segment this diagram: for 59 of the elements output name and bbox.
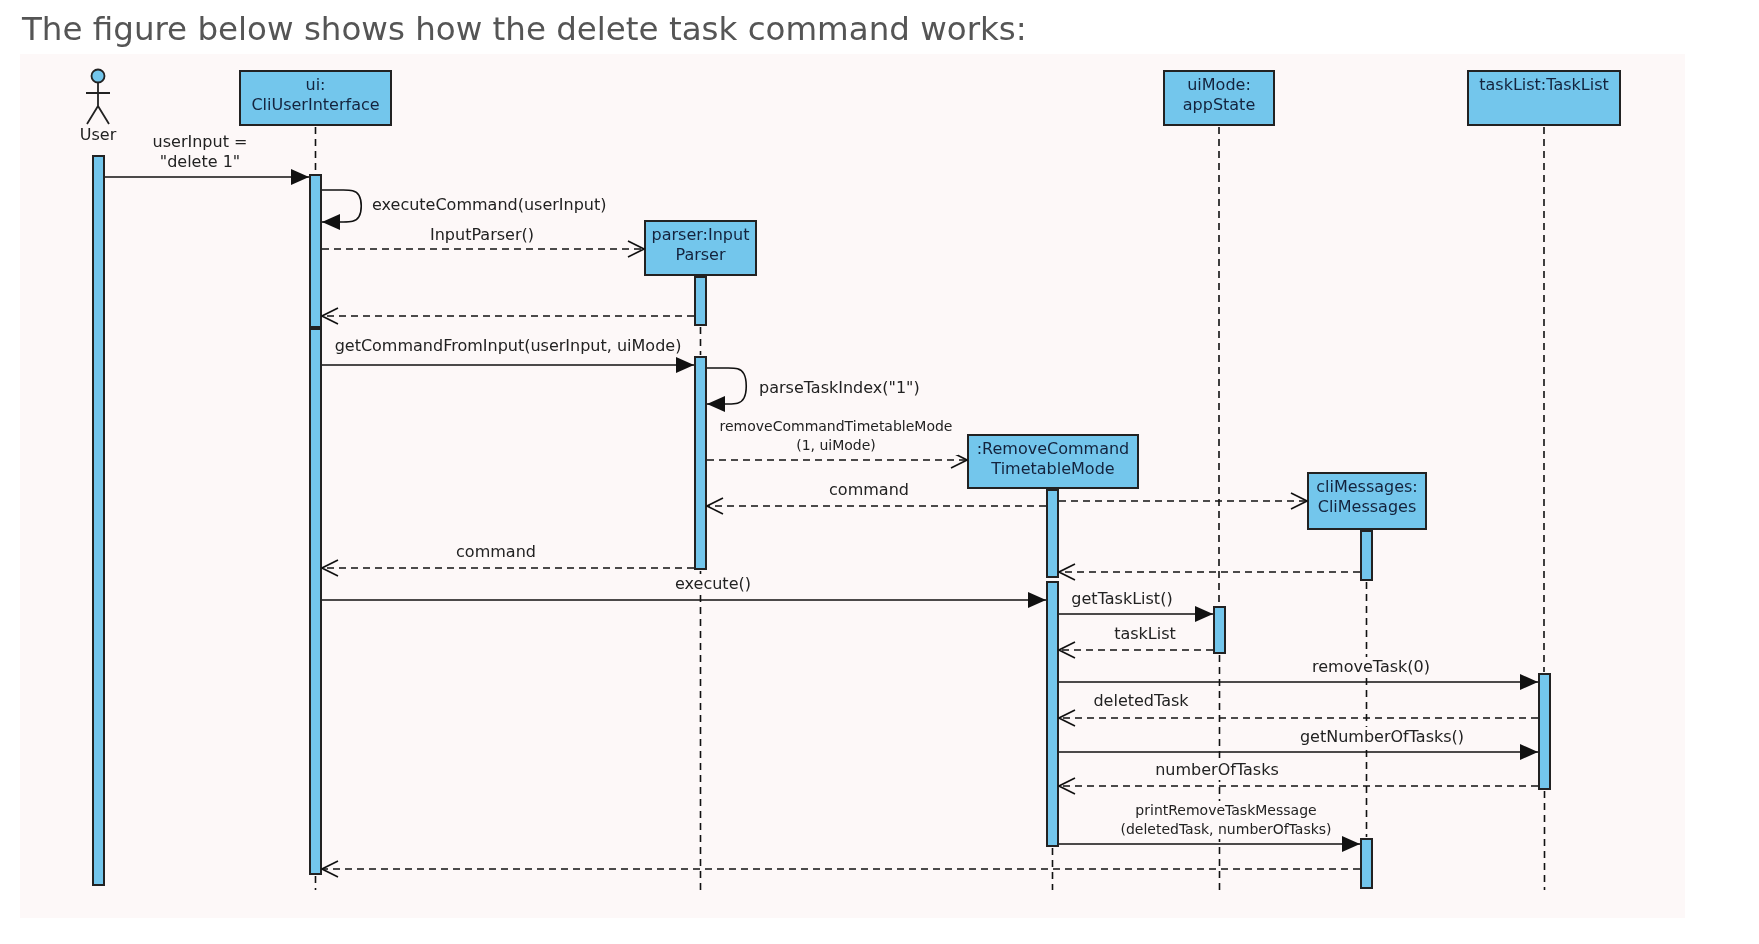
activation-bar xyxy=(1046,489,1059,578)
object-name: :RemoveCommand TimetableMode xyxy=(975,439,1131,479)
activation-bar xyxy=(1360,838,1373,889)
activation-bar xyxy=(694,276,707,326)
lifeline xyxy=(1543,790,1546,891)
activation-bar xyxy=(92,155,105,886)
lifeline xyxy=(1543,126,1545,673)
message-label: getCommandFromInput(userInput, uiMode) xyxy=(332,336,684,356)
return-arrow xyxy=(321,559,695,577)
message-arrow xyxy=(321,592,1047,608)
message-arrow xyxy=(1058,606,1214,622)
lifeline xyxy=(1051,847,1054,891)
lifeline xyxy=(1365,581,1368,838)
message-arrow xyxy=(104,169,310,185)
return-arrow xyxy=(1058,492,1308,510)
return-arrow xyxy=(1058,641,1214,659)
self-message-arrow xyxy=(706,367,748,412)
object-name: parser:Input Parser xyxy=(650,225,751,265)
message-label: InputParser() xyxy=(428,225,536,245)
lifeline xyxy=(699,570,702,891)
return-arrow xyxy=(1058,709,1539,727)
object-name: ui: CliUserInterface xyxy=(250,75,381,115)
object-box xyxy=(1467,70,1621,126)
activation-bar xyxy=(1538,673,1551,790)
activation-bar xyxy=(1046,581,1059,847)
activation-bar xyxy=(309,328,322,875)
return-arrow xyxy=(321,240,645,258)
heading: The figure below shows how the delete task command works: xyxy=(22,10,1027,48)
message-label: getTaskList() xyxy=(1069,589,1175,609)
object-name: cliMessages: CliMessages xyxy=(1315,477,1419,517)
message-arrow xyxy=(321,357,695,373)
object-name: uiMode: appState xyxy=(1181,75,1257,115)
return-arrow xyxy=(1058,563,1361,581)
message-arrow xyxy=(1058,836,1361,852)
object-box xyxy=(1163,70,1275,126)
activation-bar xyxy=(694,356,707,570)
activation-bar xyxy=(1360,530,1373,581)
message-label: removeTask(0) xyxy=(1310,657,1432,677)
lifeline xyxy=(314,875,317,891)
return-arrow xyxy=(321,307,695,325)
message-label: execute() xyxy=(673,574,753,594)
actor-name: User xyxy=(79,126,117,144)
object-box xyxy=(239,70,392,126)
lifeline xyxy=(699,326,702,356)
activation-bar xyxy=(309,174,322,328)
message-label: parseTaskIndex("1") xyxy=(757,378,922,398)
object-box xyxy=(1307,472,1427,530)
return-arrow xyxy=(706,497,1047,515)
object-name: taskList:TaskList xyxy=(1479,75,1609,95)
message-arrow xyxy=(1058,674,1539,690)
self-message-arrow xyxy=(321,189,363,230)
object-box xyxy=(967,434,1139,489)
message-label: executeCommand(userInput) xyxy=(370,195,609,215)
message-label: numberOfTasks xyxy=(1153,760,1281,780)
return-arrow xyxy=(1058,777,1539,795)
activation-bar xyxy=(1213,606,1226,654)
message-arrow xyxy=(1058,744,1539,760)
object-box xyxy=(644,220,757,276)
return-arrow xyxy=(321,860,1361,878)
